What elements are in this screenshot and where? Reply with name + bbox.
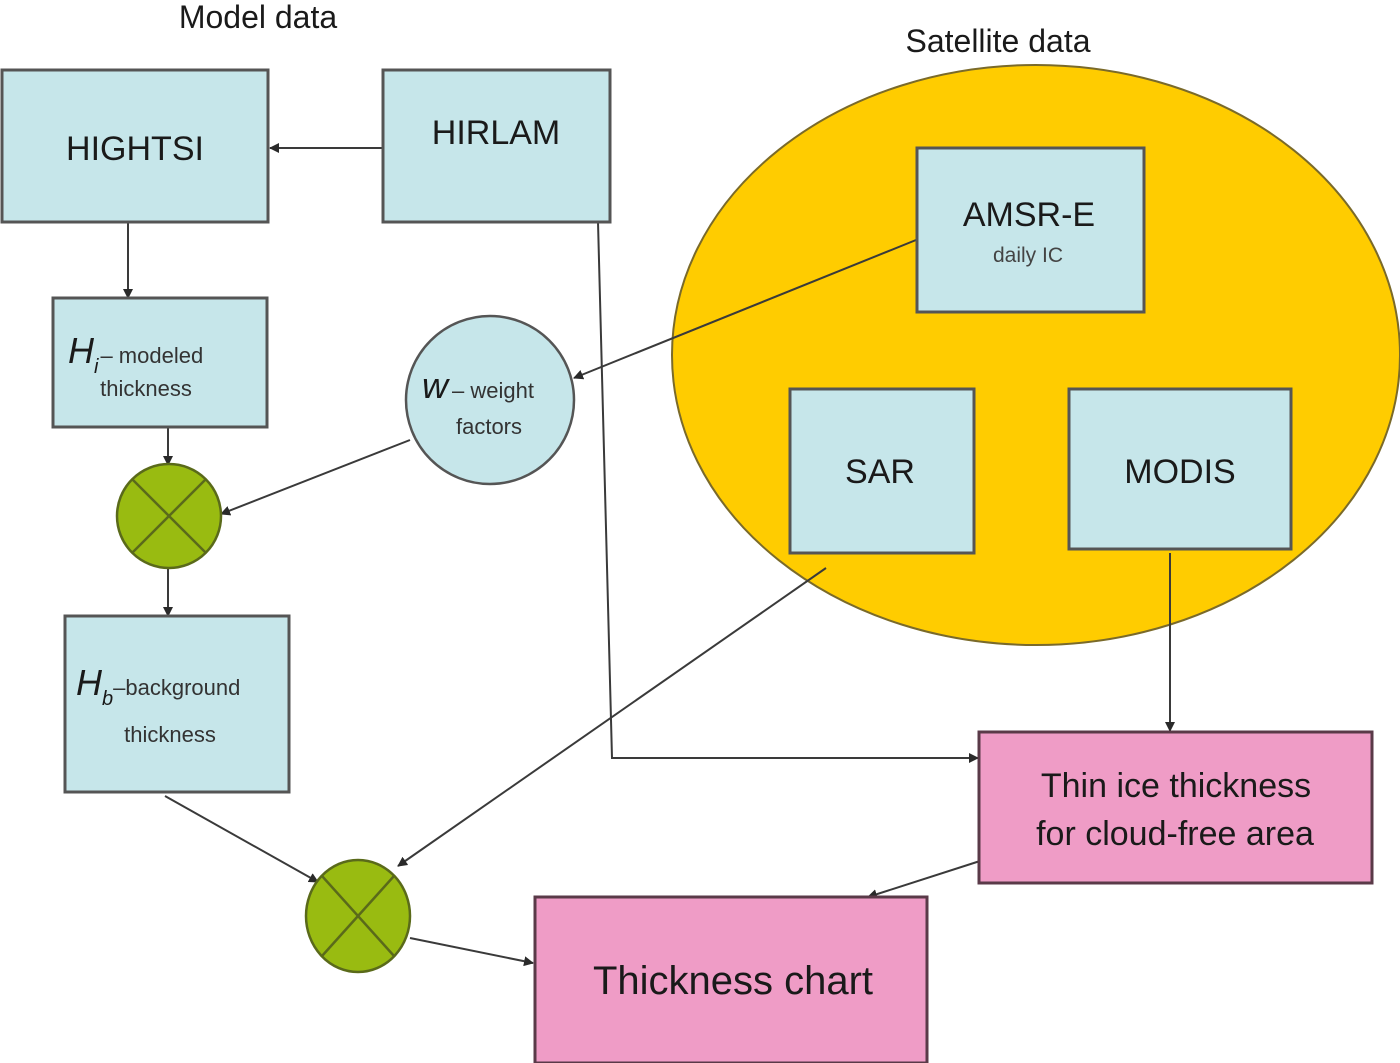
- hirlam-label: HIRLAM: [432, 114, 560, 152]
- node-amsr-e: AMSR-E daily IC: [915, 146, 1146, 314]
- node-background-thickness: Hb–background thickness: [63, 614, 291, 794]
- hb-text-line2: thickness: [124, 722, 216, 747]
- edge-thin-ice-chart: [867, 860, 981, 900]
- amsr-label: AMSR-E: [963, 196, 1095, 234]
- hi-symbol: H: [68, 330, 95, 371]
- node-weight-factors: w– weight factors: [404, 314, 576, 486]
- hi-text-line2: thickness: [100, 376, 192, 401]
- svg-text:Hb–background: Hb–background: [76, 662, 240, 710]
- sar-label: SAR: [845, 453, 915, 491]
- hb-symbol: H: [76, 662, 103, 703]
- thin-ice-line2: for cloud-free area: [1036, 815, 1314, 853]
- svg-text:w– weight: w– weight: [422, 365, 534, 406]
- thin-ice-line1: Thin ice thickness: [1041, 767, 1311, 805]
- multiply-operator-2: [304, 858, 412, 974]
- node-hightsi: HIGHTSI: [0, 68, 270, 224]
- edge-hb-multiply2: [164, 795, 319, 883]
- w-text-line2: factors: [456, 414, 522, 439]
- hb-subscript: b: [102, 688, 113, 710]
- w-symbol: w: [422, 365, 450, 406]
- modis-label: MODIS: [1124, 453, 1235, 491]
- hb-text: –background: [113, 675, 240, 700]
- model-data-heading: Model data: [179, 0, 338, 35]
- edge-w-multiply1: [220, 439, 411, 516]
- node-thin-ice-thickness: Thin ice thickness for cloud-free area: [977, 730, 1374, 885]
- edge-amsr-w: [573, 239, 917, 380]
- node-thickness-chart: Thickness chart: [533, 895, 929, 1063]
- hi-subscript: i: [94, 356, 99, 378]
- node-hirlam: HIRLAM: [381, 68, 612, 224]
- satellite-data-heading: Satellite data: [905, 23, 1090, 59]
- amsr-sublabel: daily IC: [993, 244, 1063, 267]
- hi-text: – modeled: [100, 343, 203, 368]
- multiply-operator-1: [115, 462, 223, 570]
- thickness-chart-label: Thickness chart: [593, 959, 873, 1003]
- svg-text:Hi– modeled: Hi– modeled: [68, 330, 203, 378]
- hightsi-label: HIGHTSI: [66, 130, 204, 168]
- edge-hirlam-thin-ice: [597, 221, 979, 763]
- edge-multiply2-chart: [409, 937, 534, 967]
- node-modeled-thickness: Hi– modeled thickness: [51, 296, 269, 429]
- node-sar: SAR: [788, 387, 976, 555]
- edge-sar-multiply2: [397, 567, 827, 867]
- w-text: – weight: [452, 378, 534, 403]
- node-modis: MODIS: [1067, 387, 1293, 551]
